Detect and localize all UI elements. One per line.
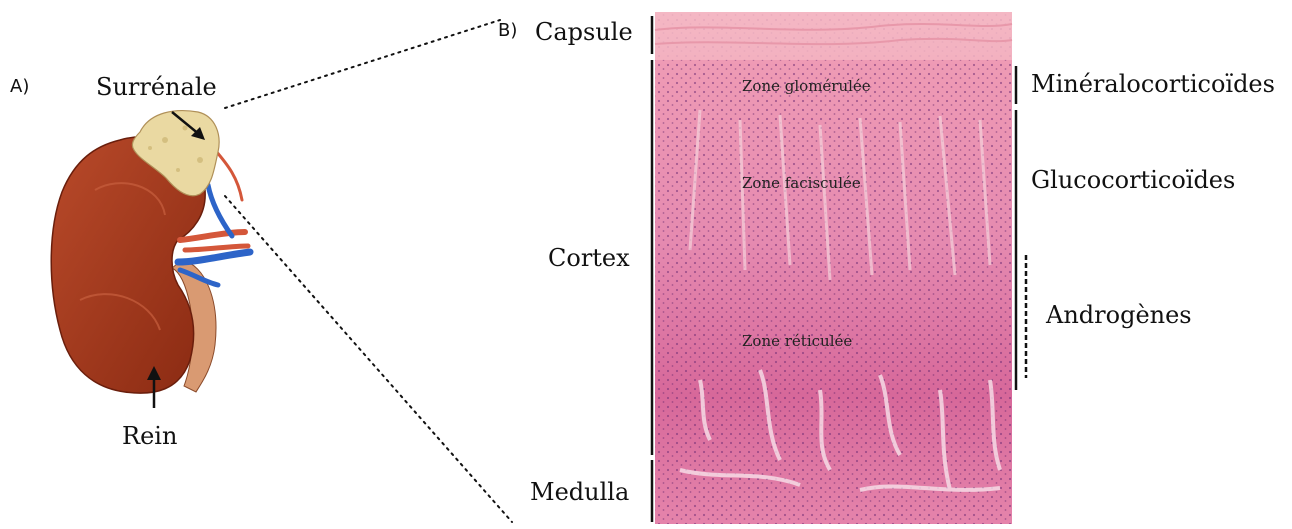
adrenal-texture [183,126,188,131]
androgenes-label: Androgènes [1046,303,1192,327]
adrenal-vein [208,185,232,236]
capsule-layer [655,12,1012,60]
adrenal-texture [197,157,203,163]
zoom-line-top [225,20,500,108]
panel-a-tag: A) [10,78,29,96]
adrenal-texture [162,137,168,143]
capsule-label: Capsule [535,20,633,44]
kidney-illustration [51,111,250,394]
zone-reticulee-label: Zone réticulée [742,334,852,349]
zone-glomerulee-label: Zone glomérulée [742,79,871,94]
renal-artery [185,246,248,250]
surrenale-label: Surrénale [96,75,217,99]
rein-label: Rein [122,424,177,448]
zoom-line-bottom [225,196,512,522]
zone-fasciculee-label: Zone facisculée [742,176,861,191]
mineralocorticoides-label: Minéralocorticoïdes [1031,72,1275,96]
adrenal-artery [215,150,242,200]
glucocorticoides-label: Glucocorticoïdes [1031,168,1235,192]
renal-artery [180,232,245,240]
adrenal-texture [176,168,180,172]
adrenal-texture [148,146,152,150]
panel-b-tag: B) [498,22,517,40]
medulla-label: Medulla [530,480,629,504]
renal-vein [178,252,250,262]
cortex-label: Cortex [548,246,630,270]
